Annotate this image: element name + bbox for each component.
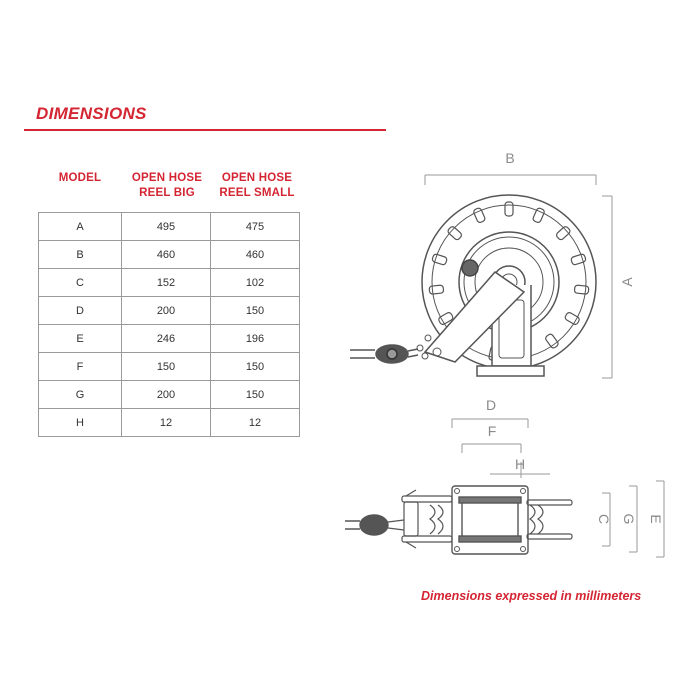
cell-model: E [38, 324, 122, 353]
table-row: B 460 460 [38, 240, 300, 269]
cell-big: 150 [121, 352, 211, 381]
dimension-d [451, 418, 529, 428]
reel-side-view [350, 194, 597, 377]
dimension-label-a: A [619, 277, 635, 287]
dimension-f [461, 443, 522, 453]
reel-top-view [345, 485, 573, 555]
cell-small: 196 [210, 324, 300, 353]
dimension-label-g: G [621, 514, 637, 525]
header-reel-big-line2: REEL BIG [139, 187, 195, 199]
cell-small: 460 [210, 240, 300, 269]
cell-model: H [38, 408, 122, 437]
dimension-g [629, 485, 638, 553]
table-row: H 12 12 [38, 408, 300, 437]
cell-big: 12 [121, 408, 211, 437]
header-reel-small-line1: OPEN HOSE [221, 172, 293, 184]
header-reel-big-line1: OPEN HOSE [131, 172, 203, 184]
cell-big: 152 [121, 268, 211, 297]
cell-big: 200 [121, 380, 211, 409]
dimension-label-f: F [488, 423, 497, 439]
header-reel-small: OPEN HOSE REEL SMALL [212, 171, 302, 201]
dimension-label-c: C [596, 514, 612, 524]
cell-big: 460 [121, 240, 211, 269]
table-row: A 495 475 [38, 212, 300, 241]
dimension-c [602, 492, 611, 547]
units-note: Dimensions expressed in millimeters [421, 589, 642, 603]
table-row: D 200 150 [38, 296, 300, 325]
cell-small: 102 [210, 268, 300, 297]
table-row: G 200 150 [38, 380, 300, 409]
header-model: MODEL [40, 171, 120, 186]
header-model-label: MODEL [58, 172, 102, 184]
cell-small: 150 [210, 380, 300, 409]
table-row: F 150 150 [38, 352, 300, 381]
table-row: E 246 196 [38, 324, 300, 353]
cell-small: 475 [210, 212, 300, 241]
cell-model: D [38, 296, 122, 325]
dimension-b [424, 174, 597, 185]
dimension-a [602, 195, 613, 379]
cell-small: 12 [210, 408, 300, 437]
dimension-h [490, 462, 550, 478]
dimension-label-b: B [505, 150, 514, 166]
dimensions-table: A 495 475 B 460 460 C 152 102 D 200 150 … [38, 212, 300, 437]
cell-small: 150 [210, 296, 300, 325]
cell-model: B [38, 240, 122, 269]
hose-reel-technical-drawing: B A [345, 150, 665, 558]
cell-big: 246 [121, 324, 211, 353]
dimension-label-h: H [515, 456, 525, 472]
header-reel-big: OPEN HOSE REEL BIG [122, 171, 212, 201]
title-underline [24, 129, 386, 131]
dimension-e [656, 480, 665, 558]
table-row: C 152 102 [38, 268, 300, 297]
dimension-label-e: E [648, 514, 664, 523]
header-reel-small-line2: REEL SMALL [219, 187, 295, 199]
cell-model: G [38, 380, 122, 409]
cell-big: 495 [121, 212, 211, 241]
cell-small: 150 [210, 352, 300, 381]
cell-model: C [38, 268, 122, 297]
page-title: DIMENSIONS [36, 104, 147, 123]
cell-model: F [38, 352, 122, 381]
cell-big: 200 [121, 296, 211, 325]
cell-model: A [38, 212, 122, 241]
dimension-label-d: D [486, 397, 496, 413]
